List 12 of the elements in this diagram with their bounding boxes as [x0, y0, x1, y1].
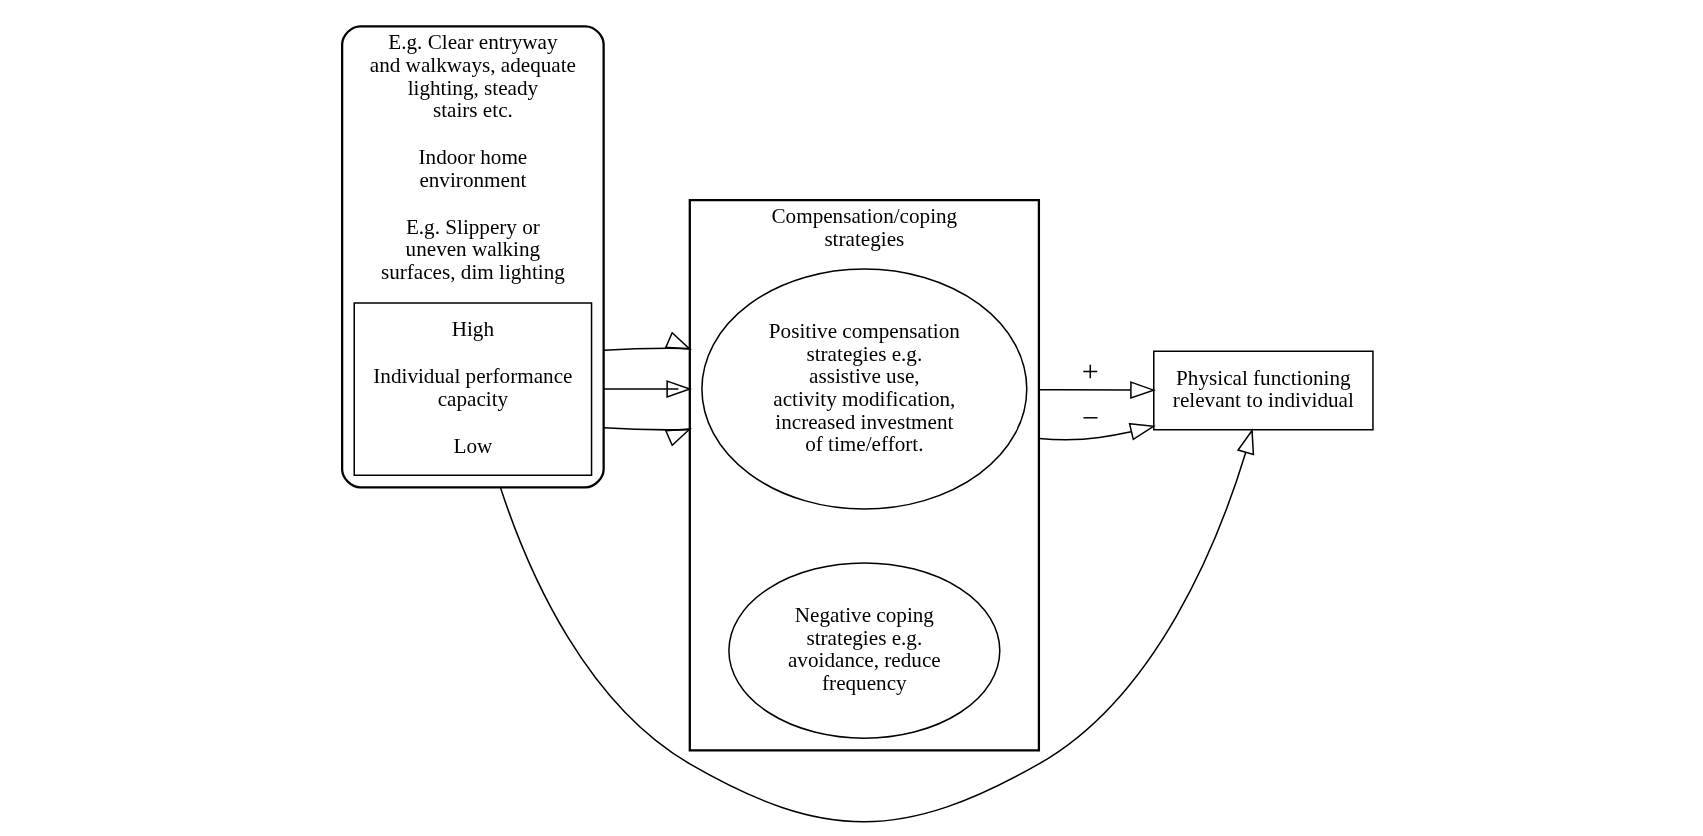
node-ellipse: Positive compensation strategies e.g. assistive use, activity modification, increased investment of time/effort.	[701, 268, 1028, 510]
arrow	[602, 331, 692, 352]
arrow	[1038, 423, 1156, 441]
node-ellipse: Negative coping strategies e.g. avoidance, reduce frequency	[728, 562, 1001, 739]
arrow	[602, 380, 693, 399]
node-box: Physical functioning relevant to individual	[1153, 350, 1374, 431]
node-box: High Individual performance capacity Low	[353, 302, 593, 476]
edge-label: −	[1081, 401, 1099, 436]
edge-label: +	[1081, 354, 1099, 389]
arrow	[1038, 381, 1156, 400]
arrow	[602, 427, 692, 447]
arrow	[499, 428, 1255, 823]
